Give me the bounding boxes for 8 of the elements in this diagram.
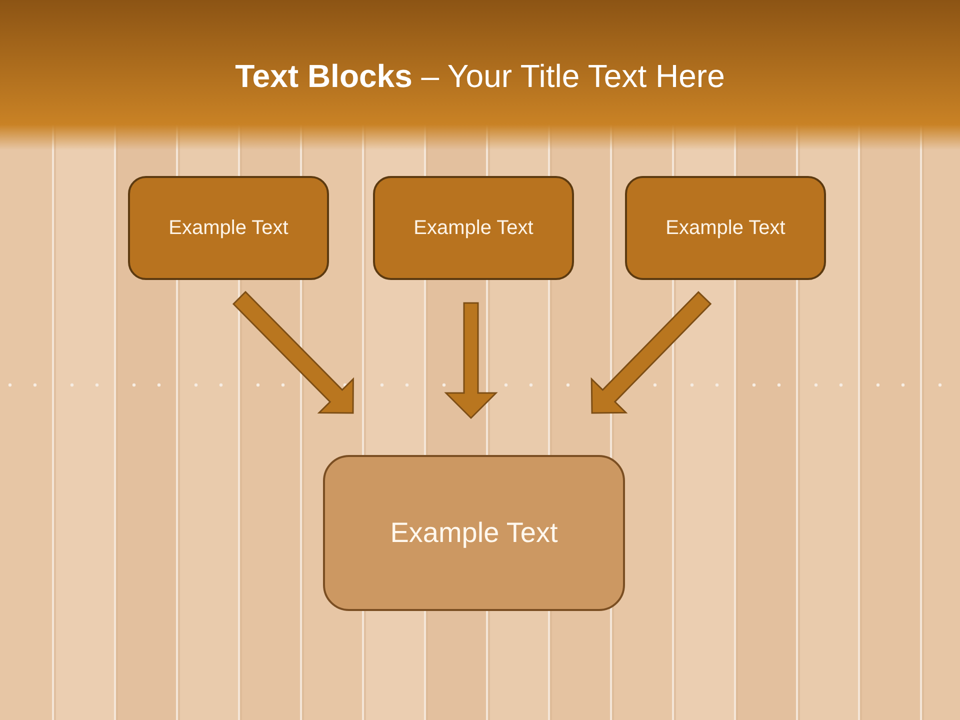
- text-block: Example Text: [625, 176, 826, 280]
- block-arrow: [444, 302, 498, 420]
- block-arrow: [232, 290, 354, 414]
- text-block: Example Text: [373, 176, 574, 280]
- slide-title: Text Blocks – Your Title Text Here: [235, 57, 725, 96]
- block-arrow: [590, 291, 712, 414]
- text-block: Example Text: [128, 176, 329, 280]
- text-block: Example Text: [323, 455, 625, 611]
